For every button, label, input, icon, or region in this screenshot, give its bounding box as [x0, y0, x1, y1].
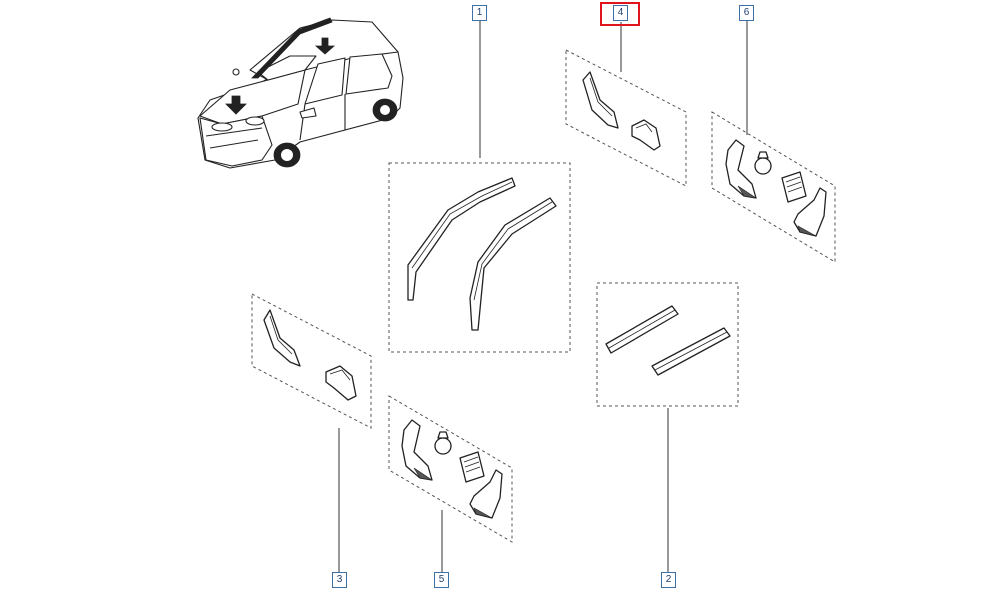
- callout-4-selection-highlight: [600, 2, 640, 26]
- callout-5[interactable]: 5: [434, 572, 449, 588]
- group-2-side-strips: [596, 282, 739, 572]
- callout-4[interactable]: 4: [613, 5, 628, 21]
- vehicle-illustration: [197, 17, 404, 169]
- callout-1[interactable]: 1: [472, 5, 487, 21]
- callout-6[interactable]: 6: [739, 5, 754, 21]
- callout-2[interactable]: 2: [661, 572, 676, 588]
- callout-3[interactable]: 3: [332, 572, 347, 588]
- group-5-mud-flap-kit: [388, 395, 513, 572]
- group-3-rear-mud-flaps: [251, 293, 372, 572]
- group-6-mud-flap-kit: [711, 20, 836, 263]
- group-1-wind-deflectors: [388, 20, 571, 353]
- group-4-front-mud-flaps: [565, 22, 687, 187]
